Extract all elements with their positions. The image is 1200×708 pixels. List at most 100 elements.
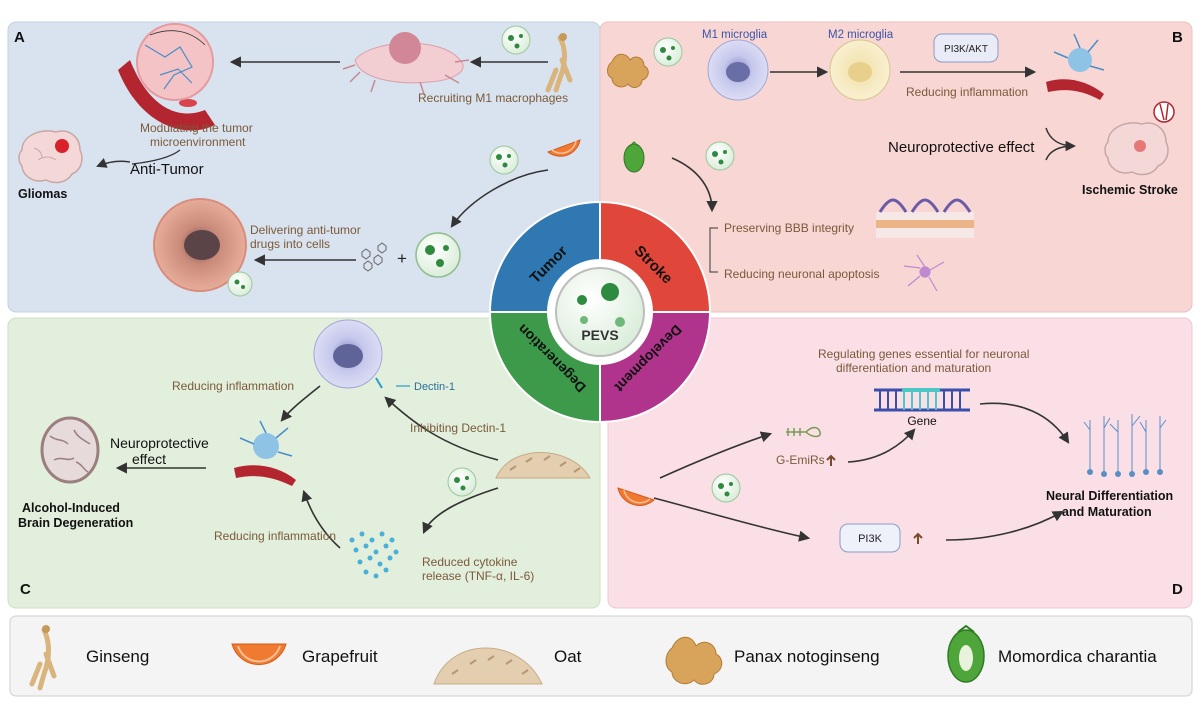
- center-wheel: PEVS Tumor Stroke Development Degenerati…: [488, 200, 712, 424]
- panel-b-letter: B: [1172, 29, 1183, 46]
- m1-macrophage-cell: [342, 32, 470, 95]
- alcohol-label-2: Brain Degeneration: [18, 516, 133, 530]
- gemirs-label: G-EmiRs: [776, 453, 825, 467]
- vesicle-icon: [653, 37, 683, 67]
- arrow-cytokine-to-neuron: [301, 489, 341, 549]
- alcohol-label-1: Alcohol-Induced: [22, 501, 120, 515]
- vesicle-icon: [489, 145, 519, 175]
- ischemic-stroke-label: Ischemic Stroke: [1082, 183, 1178, 197]
- recruiting-label: Recruiting M1 macrophages: [418, 91, 568, 105]
- tumor-cell-illustration: [153, 198, 253, 297]
- legend-ginseng-icon: [29, 625, 57, 691]
- panel-c-letter: C: [20, 581, 31, 598]
- apoptosis-label: Reducing neuronal apoptosis: [724, 267, 879, 281]
- gliomas-label: Gliomas: [18, 187, 67, 201]
- dectin-label: Dectin-1: [414, 381, 455, 393]
- regulating-label-1: Regulating genes essential for neuronal: [818, 347, 1029, 361]
- arrow-grapefruit-to-gemirs: [659, 431, 773, 479]
- anti-tumor-label: Anti-Tumor: [130, 161, 204, 178]
- upregulation-arrow-gemirs: [826, 454, 836, 466]
- arrow-grapefruit-to-vesicle: [450, 169, 549, 228]
- cytokine-label-2: release (TNF-α, IL-6): [422, 569, 534, 583]
- legend-box: [9, 615, 1193, 697]
- oat-icon: [495, 452, 591, 479]
- neuron-apoptosis-icon: [903, 254, 945, 292]
- immune-cell-c: [313, 319, 383, 389]
- grapefruit-icon: [617, 487, 655, 506]
- tumor-vessel-illustration: [118, 23, 215, 131]
- neuroprotective-c-label-2: effect: [132, 451, 166, 467]
- panel-d-background: [607, 317, 1193, 609]
- legend-oat-icon: [433, 647, 543, 685]
- legend-grapefruit-icon: [231, 643, 287, 666]
- vesicle-icon: [447, 467, 477, 497]
- bbb-illustration: [876, 198, 974, 238]
- m2-microglia-label: M2 microglia: [828, 29, 894, 41]
- legend-momordica-charantia-label: Momordica charantia: [998, 647, 1157, 666]
- neuroprotective-label-b: Neuroprotective effect: [888, 139, 1035, 156]
- pevs-core: [555, 267, 645, 357]
- arrow-gene-to-neurons: [979, 402, 1070, 444]
- neuron-layer-icon: [1083, 414, 1167, 477]
- neural-label-2: and Maturation: [1062, 505, 1152, 519]
- arrow-grapefruit-to-pi3k: [653, 497, 811, 542]
- reducing-inflammation-bottom-label: Reducing inflammation: [214, 529, 336, 543]
- legend-panax-notoginseng-icon: [665, 636, 723, 685]
- modulating-label-2: microenvironment: [150, 135, 246, 149]
- arrow-oat-to-cell: [384, 396, 499, 461]
- vesicle-icon: [711, 473, 741, 503]
- arrow-oat-to-cytokine: [422, 487, 499, 535]
- grapefruit-icon: [546, 139, 581, 157]
- drug-molecules-icon: [361, 242, 387, 272]
- panel-c-background: [7, 317, 601, 609]
- pi3k-label: PI3K: [858, 533, 883, 545]
- neuroprotective-c-label-1: Neuroprotective: [110, 435, 209, 451]
- regulating-label-2: differentiation and maturation: [836, 361, 991, 375]
- legend-momordica-charantia-icon: [947, 624, 985, 683]
- legend-oat-label: Oat: [554, 647, 582, 666]
- panel-a-letter: A: [14, 29, 25, 46]
- bracket-stroke-effects: [709, 227, 718, 273]
- gene-label: Gene: [907, 414, 937, 428]
- dna-gene-icon: [874, 388, 970, 412]
- legend-panax-notoginseng-label: Panax notoginseng: [734, 647, 880, 666]
- inhibiting-label: Inhibiting Dectin-1: [410, 421, 506, 435]
- bbb-label: Preserving BBB integrity: [724, 221, 854, 235]
- m1-microglia-cell: [707, 39, 769, 101]
- upregulation-arrow-pi3k: [913, 532, 923, 544]
- delivering-label-1: Delivering anti-tumor: [250, 223, 361, 237]
- arrow-pi3k-to-maturation: [945, 510, 1064, 541]
- neuron-vessel-icon: [1046, 33, 1105, 100]
- arrow-anti-tumor: [96, 158, 131, 168]
- arrow-modulating-to-brain: [131, 149, 181, 165]
- arrow-cell-to-neuron-c: [280, 385, 321, 422]
- delivering-label-2: drugs into cells: [250, 237, 330, 251]
- pi3k-akt-box: [933, 33, 999, 63]
- momordica-charantia-icon: [623, 141, 645, 173]
- mirna-hairpin-icon: [786, 426, 821, 438]
- arrow-momordica-to-bbb: [671, 157, 718, 213]
- panel-d-letter: D: [1172, 581, 1183, 598]
- legend-ginseng-label: Ginseng: [86, 647, 149, 666]
- panax-notoginseng-icon: [607, 53, 649, 88]
- modulating-label-1: Modulating the tumor: [140, 121, 253, 135]
- vesicle-icon: [415, 232, 461, 278]
- ginseng-icon: [545, 33, 573, 93]
- m1-microglia-label: M1 microglia: [702, 29, 768, 41]
- reducing-inflammation-top-label: Reducing inflammation: [172, 379, 294, 393]
- degenerated-brain-icon: [40, 416, 100, 484]
- plus-sign: +: [397, 249, 407, 268]
- stroke-brain-icon: [1104, 101, 1175, 176]
- legend-grapefruit-label: Grapefruit: [302, 647, 378, 666]
- vesicle-icon: [705, 141, 735, 171]
- pevs-label: PEVS: [581, 327, 618, 343]
- arrow-gemirs-to-gene: [847, 428, 916, 463]
- glioma-brain-icon: [18, 130, 83, 184]
- cytokine-label-1: Reduced cytokine: [422, 555, 518, 569]
- pi3k-akt-label: PI3K/AKT: [944, 44, 988, 55]
- neural-label-1: Neural Differentiation: [1046, 489, 1173, 503]
- vesicle-icon: [501, 25, 531, 55]
- cytokine-dots-icon: [349, 531, 399, 579]
- neuron-vessel-c-icon: [234, 420, 296, 486]
